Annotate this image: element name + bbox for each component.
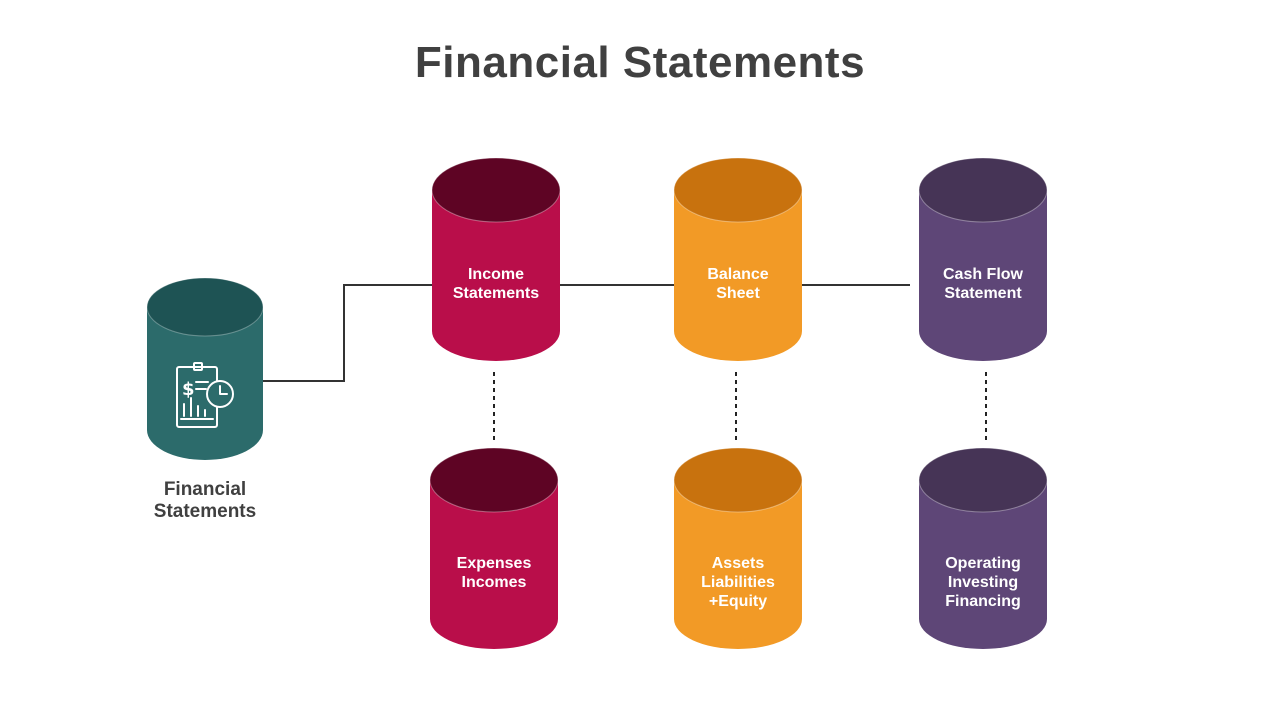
assets-liabilities-equity-label: Assets Liabilities +Equity: [674, 554, 802, 611]
label-line: Income: [467, 266, 524, 283]
financial-report-icon: $: [176, 362, 234, 428]
label-line: Liabilities: [701, 574, 775, 591]
label-line: Statement: [944, 285, 1022, 302]
cylinder-cash-flow-statement: [918, 157, 1048, 361]
cylinder-expenses-incomes: [429, 447, 559, 649]
page-title: Financial Statements: [414, 38, 866, 87]
root-label: Financial Statements: [120, 479, 290, 523]
label-line: +Equity: [708, 593, 768, 610]
balance-sheet-label: Balance Sheet: [674, 265, 802, 303]
svg-text:$: $: [182, 379, 195, 400]
label-line: Financing: [945, 593, 1021, 610]
cylinder-balance-sheet: [673, 157, 803, 361]
label-line: Sheet: [716, 285, 760, 302]
label-line: Investing: [947, 574, 1019, 591]
label-line: Incomes: [461, 574, 527, 591]
income-statements-label: Income Statements: [432, 265, 560, 303]
root-cylinder: [146, 277, 264, 460]
label-line: Balance: [707, 266, 769, 283]
operating-investing-financing-label: Operating Investing Financing: [919, 554, 1047, 611]
label-line: Operating: [945, 555, 1021, 572]
expenses-incomes-label: Expenses Incomes: [430, 554, 558, 592]
label-line: Financial: [163, 479, 247, 500]
cylinder-assets-liabilities-equity: [673, 447, 803, 649]
label-line: Cash Flow: [942, 266, 1023, 283]
cylinder-income-statements: [431, 157, 561, 361]
root-connector: [262, 284, 432, 382]
label-line: Assets: [711, 555, 765, 572]
cash-flow-statement-label: Cash Flow Statement: [919, 265, 1047, 303]
label-line: Statements: [153, 501, 257, 522]
label-line: Statements: [452, 285, 540, 302]
cylinder-operating-investing-financing: [918, 447, 1048, 649]
label-line: Expenses: [456, 555, 532, 572]
